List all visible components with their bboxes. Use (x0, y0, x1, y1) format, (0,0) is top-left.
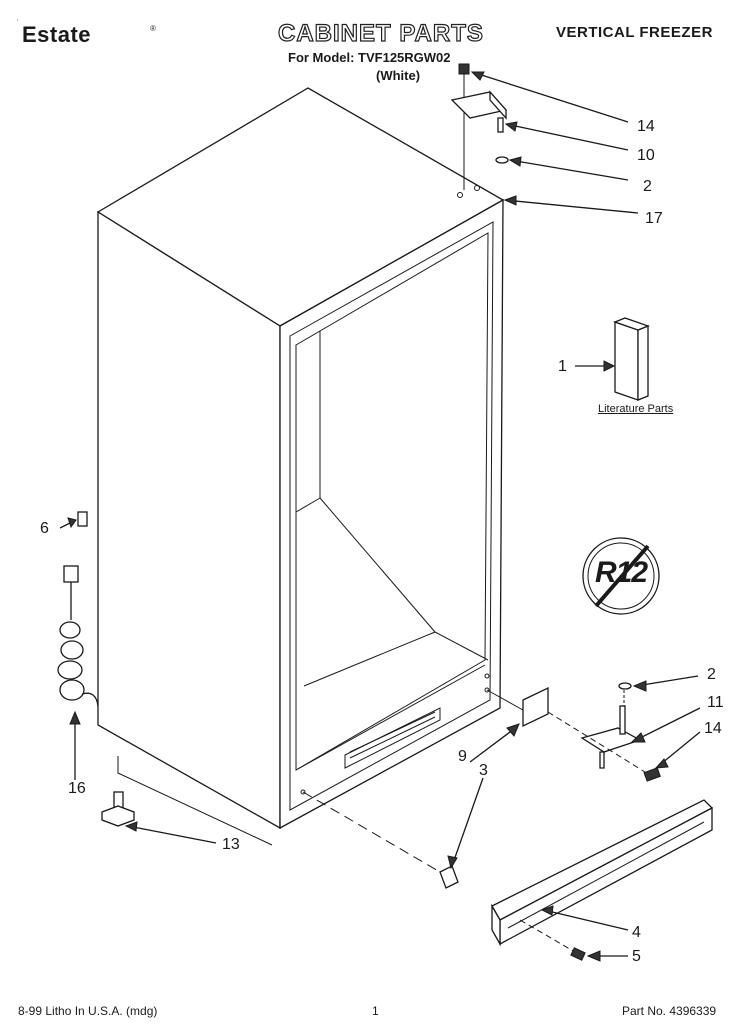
top-hinge (450, 63, 509, 190)
no-r12-badge-icon (582, 537, 660, 615)
callout-9: 9 (458, 748, 467, 765)
callout-13: 13 (222, 836, 240, 853)
brand-logo: Estate (22, 22, 92, 47)
screw-part-5 (519, 919, 628, 962)
callout-5: 5 (632, 948, 641, 965)
hinge-plate-part-9 (469, 686, 549, 763)
literature-book-icon (575, 317, 650, 401)
callout-2-top: 2 (643, 178, 652, 195)
page-title: CABINET PARTS (277, 19, 484, 47)
callout-14-bottom: 14 (704, 720, 722, 737)
clip-part-6 (59, 511, 88, 529)
registered-mark-icon: ® (150, 24, 156, 33)
callout-4: 4 (632, 924, 641, 941)
leveling-leg-part-13 (101, 791, 217, 844)
literature-parts-label: Literature Parts (598, 403, 674, 415)
page-subtitle: VERTICAL FREEZER (556, 24, 713, 41)
footer-part-number: Part No. 4396339 (622, 1004, 717, 1018)
power-cord-part-16 (57, 565, 99, 780)
callout-10: 10 (637, 147, 655, 164)
kickplate-part-4 (491, 799, 714, 947)
callout-11: 11 (707, 694, 724, 711)
callout-17: 17 (645, 210, 663, 227)
floor-line (117, 756, 273, 846)
callout-3: 3 (479, 762, 488, 779)
bottom-hinge-part-11 (547, 675, 701, 782)
r12-badge-text: R12 (595, 556, 648, 589)
model-line: For Model: TVF125RGW02 (288, 50, 451, 65)
callout-16: 16 (68, 780, 86, 797)
footer-page-number: 1 (372, 1004, 379, 1018)
footer-litho: 8-99 Litho In U.S.A. (mdg) (18, 1004, 158, 1018)
clip-part-3 (302, 777, 484, 889)
callout-6: 6 (40, 520, 49, 537)
callout-14-top: 14 (637, 118, 655, 135)
callout-1: 1 (558, 358, 567, 375)
color-line: (White) (376, 68, 421, 83)
callout-2-bottom: 2 (707, 666, 716, 683)
brand-mark: ˈ (16, 18, 19, 27)
cabinet-body (96, 87, 505, 830)
